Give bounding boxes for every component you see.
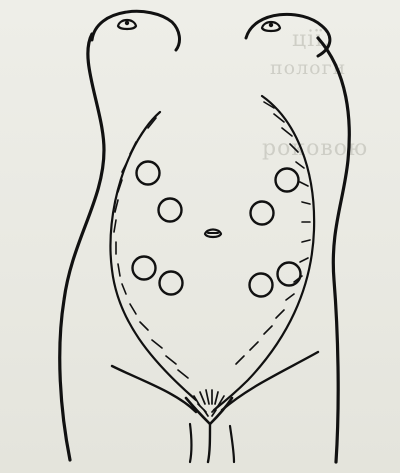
listening-point-mid-right (251, 202, 274, 225)
right-torso-contour (318, 38, 349, 462)
listening-point-lower-right-outer (278, 263, 301, 286)
listening-point-mid-left (159, 199, 182, 222)
right-groin-line (222, 352, 318, 410)
right-thigh-line (230, 426, 234, 462)
listening-point-upper-left (137, 162, 160, 185)
left-torso-contour (60, 34, 104, 460)
right-breast-outline (246, 14, 330, 56)
belly-shading-left (114, 118, 188, 378)
genital-line (208, 424, 210, 462)
listening-point-lower-right-inner (250, 274, 273, 297)
listening-point-upper-right (276, 169, 299, 192)
belly-outline-left (110, 112, 196, 400)
left-thigh-line (190, 424, 192, 462)
left-breast-outline (92, 11, 179, 50)
listening-point-lower-left-inner (160, 272, 183, 295)
listening-point-lower-left-outer (133, 257, 156, 280)
